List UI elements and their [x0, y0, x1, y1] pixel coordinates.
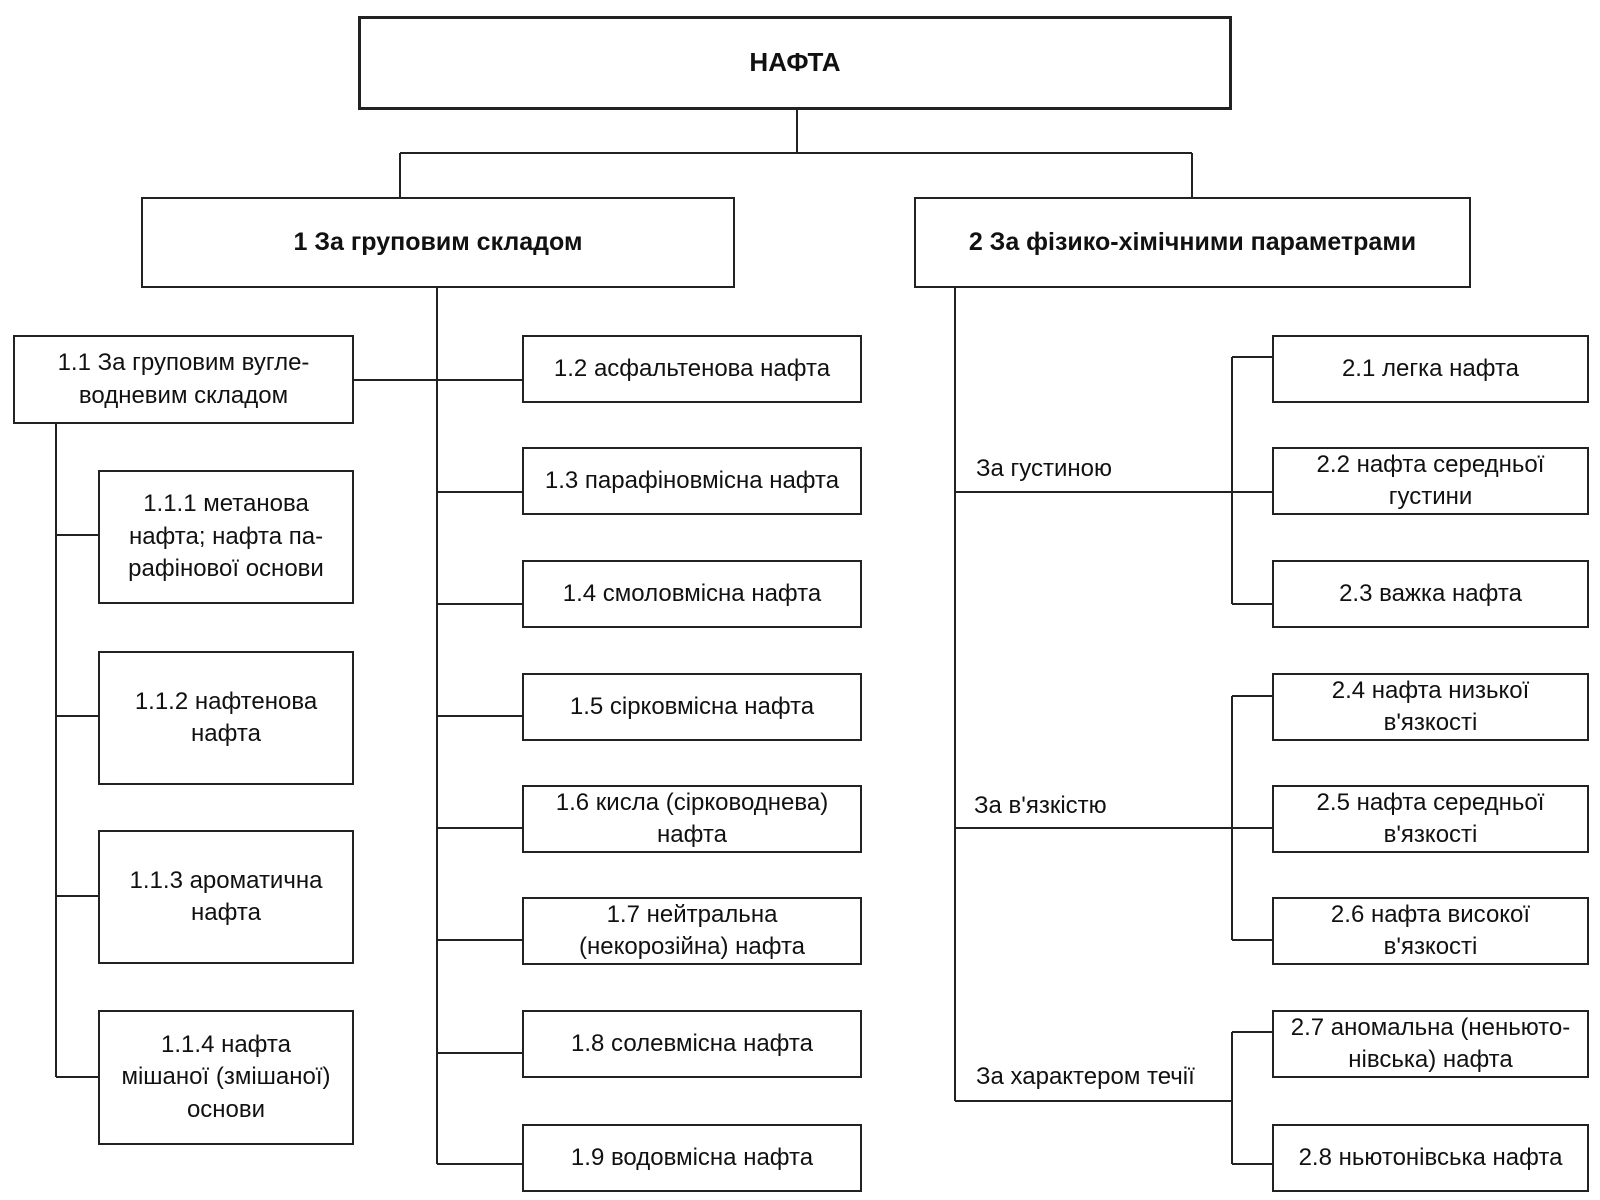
node-1-4: 1.4 смоловмісна нафта — [522, 560, 862, 628]
node-2-5: 2.5 нафта середньої в'язкості — [1272, 785, 1589, 853]
group2-title-node: 2 За фізико-хімічними параметрами — [914, 197, 1471, 288]
node-2-4: 2.4 нафта низької в'язкості — [1272, 673, 1589, 741]
node-2-2: 2.2 нафта середньої густини — [1272, 447, 1589, 515]
node-1-8: 1.8 солевмісна нафта — [522, 1010, 862, 1078]
node-2-7: 2.7 аномальна (неньюто- нівська) нафта — [1272, 1010, 1589, 1078]
node-2-3: 2.3 важка нафта — [1272, 560, 1589, 628]
criterion-label-viscosity: За в'язкістю — [974, 792, 1107, 819]
node-1-1-1: 1.1.1 метанова нафта; нафта па- рафіново… — [98, 470, 354, 604]
node-1-3: 1.3 парафіновмісна нафта — [522, 447, 862, 515]
node-1-1-2: 1.1.2 нафтенова нафта — [98, 651, 354, 785]
node-1-7: 1.7 нейтральна (некорозійна) нафта — [522, 897, 862, 965]
node-1-2: 1.2 асфальтенова нафта — [522, 335, 862, 403]
criterion-label-density: За густиною — [976, 455, 1112, 482]
group1-title-node: 1 За груповим складом — [141, 197, 735, 288]
node-1-5: 1.5 сірковмісна нафта — [522, 673, 862, 741]
node-2-6: 2.6 нафта високої в'язкості — [1272, 897, 1589, 965]
criterion-label-flow: За характером течії — [976, 1063, 1195, 1090]
node-2-1: 2.1 легка нафта — [1272, 335, 1589, 403]
node-1-9: 1.9 водовмісна нафта — [522, 1124, 862, 1192]
root-node: НАФТА — [358, 16, 1232, 110]
node-1-1-4: 1.1.4 нафта мішаної (змішаної) основи — [98, 1010, 354, 1145]
node-1-1: 1.1 За груповим вугле- водневим складом — [13, 335, 354, 424]
node-2-8: 2.8 ньютонівська нафта — [1272, 1124, 1589, 1192]
node-1-6: 1.6 кисла (сірководнева) нафта — [522, 785, 862, 853]
node-1-1-3: 1.1.3 ароматична нафта — [98, 830, 354, 964]
